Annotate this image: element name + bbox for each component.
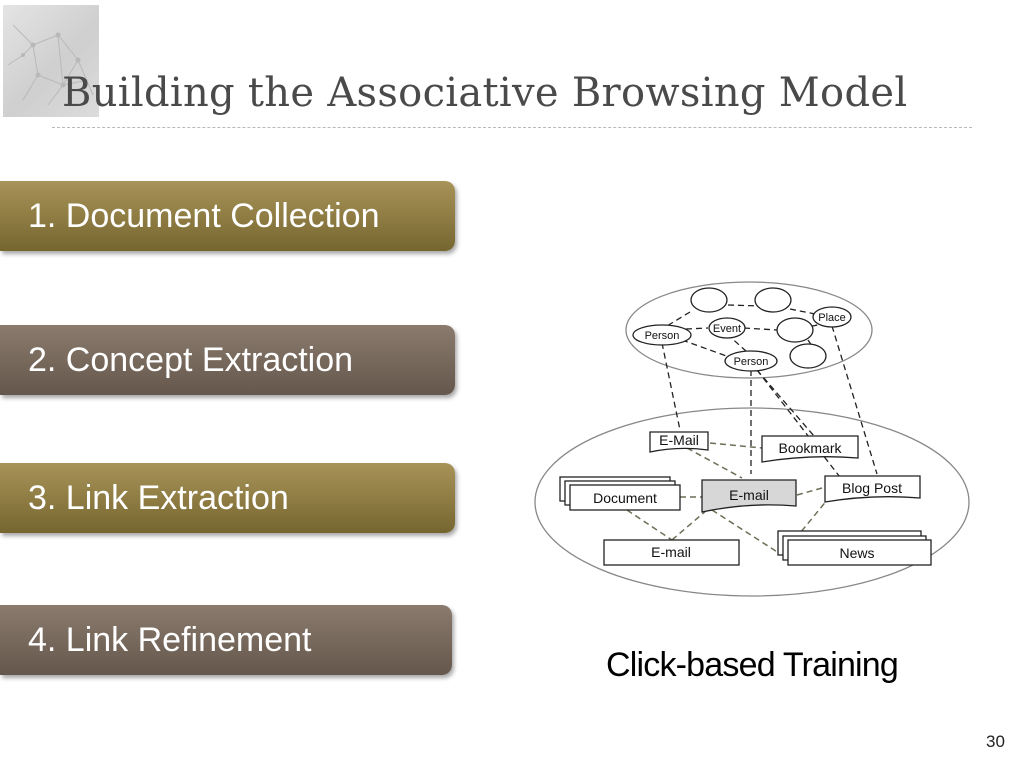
pattern-graphic — [7, 24, 94, 106]
concept-node-event — [708, 317, 746, 339]
concept-label-place: Place — [818, 312, 846, 324]
doc-label-document: Document — [593, 490, 657, 506]
concept-label-person-left: Person — [645, 330, 680, 342]
doc-label-news: News — [839, 545, 874, 561]
doc-label-email-bottom: E-mail — [651, 544, 691, 560]
step-document-collection: 1. Document Collection — [0, 181, 455, 251]
step-link-refinement: 4. Link Refinement — [0, 605, 452, 675]
concept-node-place — [812, 306, 852, 328]
page-number: 30 — [986, 732, 1005, 751]
title-divider — [52, 127, 972, 128]
cross-layer-links — [661, 325, 878, 491]
concept-label-person-center: Person — [734, 356, 769, 368]
doc-node-blog-post — [824, 475, 921, 503]
corner-decoration — [3, 5, 99, 117]
doc-label-bookmark: Bookmark — [778, 440, 842, 456]
concept-node-person-center — [724, 350, 778, 372]
doc-node-document — [569, 484, 681, 511]
concept-node-3 — [776, 317, 814, 343]
doc-node-email-center — [701, 479, 797, 513]
doc-label-email-top: E-Mail — [659, 432, 699, 448]
step-link-extraction: 3. Link Extraction — [0, 463, 455, 533]
doc-node-email-top — [649, 431, 709, 453]
doc-label-email-center: E-mail — [729, 487, 769, 503]
concept-node-4 — [789, 343, 827, 369]
step-concept-extraction: 2. Concept Extraction — [0, 325, 455, 395]
doc-label-blog-post: Blog Post — [842, 480, 902, 496]
slide-title: Building the Associative Browsing Model — [62, 70, 908, 116]
concept-label-event: Event — [713, 323, 741, 335]
diagram-caption: Click-based Training — [606, 646, 899, 684]
concept-node-person-left — [632, 324, 692, 346]
associative-browsing-diagram: Person Event Place Person E- — [534, 281, 970, 597]
doc-node-news — [787, 539, 932, 566]
doc-node-email-bottom — [603, 539, 740, 566]
concept-node-2 — [754, 287, 792, 313]
doc-node-bookmark — [761, 435, 859, 463]
concept-node-1 — [690, 287, 728, 313]
document-links — [626, 442, 838, 556]
